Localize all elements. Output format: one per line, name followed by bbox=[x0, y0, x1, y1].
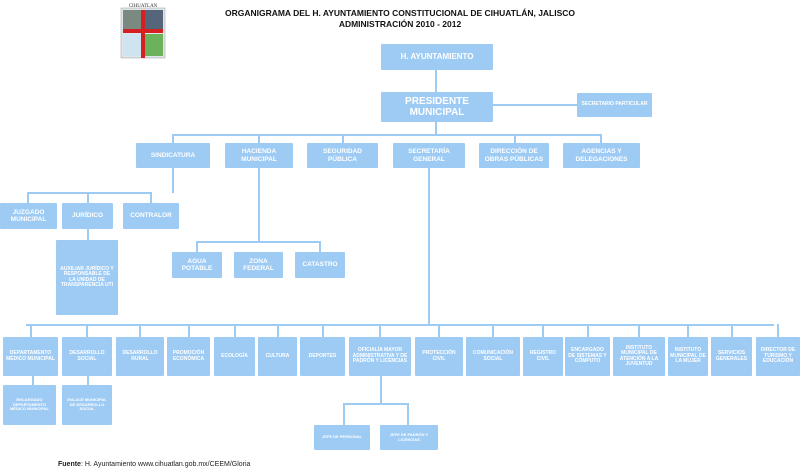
connector-line bbox=[731, 324, 733, 337]
box-secretaria-child: DESARROLLO SOCIAL bbox=[62, 337, 112, 376]
box-h-ayuntamiento: H. AYUNTAMIENTO bbox=[381, 44, 493, 70]
connector-line bbox=[26, 324, 774, 326]
box-secretaria-child: DEPORTES bbox=[300, 337, 345, 376]
box-secretaria-child: DESARROLLO RURAL bbox=[116, 337, 164, 376]
connector-line bbox=[30, 324, 32, 337]
connector-line bbox=[87, 192, 89, 203]
box-direccion-obras-publicas: DIRECCIÓN DE OBRAS PÚBLICAS bbox=[479, 143, 549, 168]
connector-line bbox=[172, 134, 602, 136]
connector-line bbox=[277, 324, 279, 337]
footer-label: Fuente bbox=[58, 461, 81, 468]
box-jefe-padron-licencias: JEFE DE PADRÓN Y LICENCIAS bbox=[380, 425, 438, 450]
svg-text:CIHUATLAN: CIHUATLAN bbox=[129, 4, 158, 9]
connector-line bbox=[319, 241, 321, 252]
connector-line bbox=[32, 376, 34, 385]
connector-line bbox=[687, 324, 689, 337]
connector-line bbox=[188, 324, 190, 337]
box-secretaria-child: DEPARTAMENTO MÉDICO MUNICIPAL bbox=[3, 337, 58, 376]
box-agua-potable: AGUA POTABLE bbox=[172, 252, 222, 278]
box-catastro: CATASTRO bbox=[295, 252, 345, 278]
connector-line bbox=[258, 134, 260, 143]
box-secretaria-child: OFICIALÍA MAYOR ADMINISTRATIVA Y DE PADR… bbox=[349, 337, 411, 376]
box-secretaria-child: SERVICIOS GENERALES bbox=[711, 337, 752, 376]
box-secretaria-child: PROMOCIÓN ECONÓMICA bbox=[167, 337, 210, 376]
connector-line bbox=[492, 104, 577, 106]
connector-line bbox=[587, 324, 589, 337]
connector-line bbox=[27, 192, 152, 194]
box-juridico: JURÍDICO bbox=[62, 203, 113, 229]
box-secretaria-child: DIRECTOR DE TURISMO Y EDUCACIÓN bbox=[756, 337, 800, 376]
chart-title: ORGANIGRAMA DEL H. AYUNTAMIENTO CONSTITU… bbox=[224, 8, 576, 18]
connector-line bbox=[435, 122, 437, 135]
box-enlace-desarrollo-social: ENLACE MUNICIPAL DE DESARROLLO SOCIAL bbox=[62, 385, 112, 425]
connector-line bbox=[379, 324, 381, 337]
connector-line bbox=[343, 403, 409, 405]
connector-line bbox=[258, 168, 260, 242]
box-secretaria-general: SECRETARÍA GENERAL bbox=[393, 143, 465, 168]
connector-line bbox=[172, 168, 174, 193]
box-auxiliar-juridico: AUXILIAR JURÍDICO Y RESPONSABLE DE LA UN… bbox=[56, 240, 118, 315]
connector-line bbox=[380, 376, 382, 404]
box-secretaria-child: PROTECCIÓN CIVIL bbox=[415, 337, 463, 376]
box-encargado-depto-medico: ENCARGADO DEPARTAMENTO MÉDICO MUNICIPAL bbox=[3, 385, 56, 425]
cihuatlan-coat-of-arms-logo: CIHUATLAN bbox=[120, 4, 166, 59]
box-secretaria-child: INSTITUTO MUNICIPAL DE ATENCIÓN A LA JUV… bbox=[613, 337, 665, 376]
connector-line bbox=[342, 134, 344, 143]
connector-line bbox=[139, 324, 141, 337]
connector-line bbox=[172, 134, 174, 143]
connector-line bbox=[196, 241, 321, 243]
box-secretaria-child: ECOLOGÍA bbox=[214, 337, 255, 376]
box-secretaria-child: ENCARGADO DE SISTEMAS Y CÓMPUTO bbox=[565, 337, 610, 376]
connector-line bbox=[638, 324, 640, 337]
connector-line bbox=[322, 324, 324, 337]
connector-line bbox=[87, 229, 89, 240]
box-secretaria-child: REGISTRO CIVIL bbox=[523, 337, 563, 376]
connector-line bbox=[777, 324, 779, 337]
connector-line bbox=[86, 324, 88, 337]
box-seguridad-publica: SEGURIDAD PÚBLICA bbox=[307, 143, 378, 168]
box-contralor: CONTRALOR bbox=[123, 203, 179, 229]
connector-line bbox=[438, 324, 440, 337]
box-secretaria-child: COMUNICACIÓN SOCIAL bbox=[466, 337, 520, 376]
connector-line bbox=[27, 192, 29, 203]
connector-line bbox=[492, 324, 494, 337]
connector-line bbox=[234, 324, 236, 337]
source-footer: Fuente: H. Ayuntamiento www.cihuatlan.go… bbox=[58, 461, 250, 468]
box-secretario-particular: SECRETARIO PARTICULAR bbox=[577, 93, 652, 117]
box-sindicatura: SINDICATURA bbox=[136, 143, 210, 168]
connector-line bbox=[514, 134, 516, 143]
box-juzgado-municipal: JUZGADO MUNICIPAL bbox=[0, 203, 57, 229]
connector-line bbox=[196, 241, 198, 252]
footer-text: : H. Ayuntamiento www.cihuatlan.gob.mx/C… bbox=[80, 461, 251, 468]
chart-subtitle: ADMINISTRACIÓN 2010 - 2012 bbox=[338, 19, 462, 29]
connector-line bbox=[407, 403, 409, 425]
box-secretaria-child: INSTITUTO MUNICIPAL DE LA MUJER bbox=[668, 337, 708, 376]
connector-line bbox=[343, 403, 345, 425]
box-presidente-municipal: PRESIDENTE MUNICIPAL bbox=[381, 92, 493, 122]
box-agencias-delegaciones: AGENCIAS Y DELEGACIONES bbox=[563, 143, 640, 168]
box-hacienda-municipal: HACIENDA MUNICIPAL bbox=[225, 143, 293, 168]
connector-line bbox=[428, 168, 430, 326]
connector-line bbox=[87, 376, 89, 385]
box-secretaria-child: CULTURA bbox=[258, 337, 297, 376]
box-zona-federal: ZONA FEDERAL bbox=[234, 252, 283, 278]
connector-line bbox=[150, 192, 152, 203]
connector-line bbox=[542, 324, 544, 337]
box-jefe-personal: JEFE DE PERSONAL bbox=[314, 425, 370, 450]
connector-line bbox=[435, 70, 437, 92]
connector-line bbox=[600, 134, 602, 143]
